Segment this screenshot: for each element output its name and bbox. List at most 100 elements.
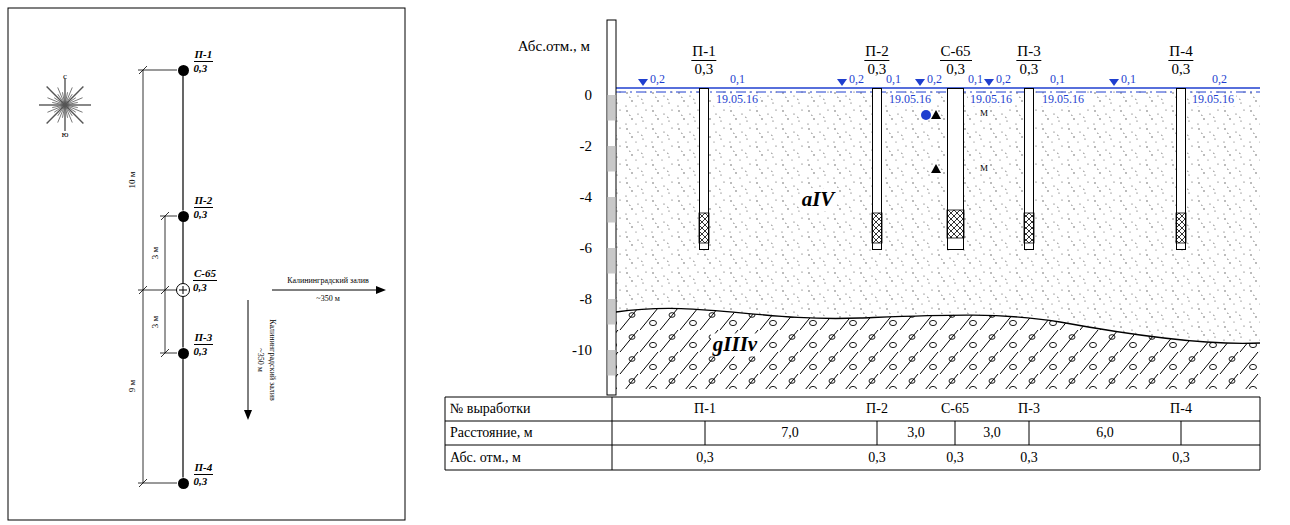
table-grid (1181, 421, 1182, 445)
well-name: С-65 (193, 267, 217, 281)
table-cell: 3,0 (983, 425, 1001, 440)
well-point: П-10,3 (178, 65, 189, 76)
water-level: 0,1 (886, 73, 901, 86)
table-grid (445, 445, 1260, 446)
axis-title: Абс.отм., м (518, 38, 590, 55)
well-column: П-40,3 (1176, 88, 1186, 250)
well-elevation: 0,3 (691, 61, 716, 78)
table-cell: 0,3 (946, 450, 964, 465)
table-grid (445, 470, 1260, 471)
sample-mark: М (978, 164, 990, 174)
dimension: 3 м (151, 247, 161, 259)
water-level-marks (638, 79, 648, 86)
well-heading: С-650,3 (193, 267, 217, 294)
direction-arrow (376, 286, 386, 294)
sample-marks (931, 110, 941, 173)
table-header: Расстояние, м (450, 425, 533, 440)
table-cell: П-4 (1170, 401, 1192, 416)
well-tubes (699, 88, 709, 250)
well-symbol (183, 286, 184, 294)
water-level: 0,1 (1121, 73, 1136, 86)
scale-block (608, 146, 616, 172)
well-elevation: 0,3 (194, 475, 214, 488)
well-symbol (177, 284, 189, 296)
dimension-lines (161, 212, 169, 220)
plan-line (182, 359, 183, 478)
layer-index: aIV (800, 188, 837, 211)
plan-frame (8, 8, 405, 520)
well-heading: П-20,3 (194, 194, 214, 221)
compass-ray (47, 105, 65, 112)
well-point: П-40,3 (178, 478, 189, 489)
direction-note: ~350 м (256, 348, 265, 371)
water-level-marks (837, 79, 847, 86)
water-level-marks (638, 79, 1119, 120)
compass-rose (39, 79, 91, 131)
well-filters (1176, 213, 1186, 243)
well-tubes (947, 88, 964, 250)
sand-layer (616, 89, 1260, 389)
dimension: 3 м (151, 316, 161, 328)
measure-date: 19.05.16 (968, 93, 1014, 106)
well-elevation: 0,3 (194, 62, 214, 75)
well-filters (872, 213, 882, 243)
measure-date: 19.05.16 (887, 93, 933, 106)
water-level: 0,2 (996, 73, 1011, 86)
dimension: 9 м (128, 380, 138, 392)
direction-note: ~350 м (316, 295, 339, 304)
plan-line (182, 297, 183, 348)
table-cell: П-2 (866, 401, 888, 416)
well-tubes (699, 88, 1186, 250)
well-column: С-650,3 (947, 88, 964, 250)
water-level: 0,1 (968, 73, 983, 86)
water-level: 0,1 (1050, 73, 1065, 86)
dimension-lines (160, 353, 177, 354)
well-name: П-3 (194, 331, 214, 345)
well-heading: П-40,3 (1168, 43, 1193, 78)
compass-ray (47, 87, 65, 105)
dimension-lines (161, 286, 169, 294)
well-name: П-4 (1168, 43, 1193, 61)
compass-letter: с (63, 72, 67, 82)
well-heading: П-30,3 (1016, 43, 1041, 78)
well-elevation: 0,3 (1016, 61, 1041, 78)
well-filters (699, 213, 709, 243)
dimension-lines (139, 286, 147, 294)
table-cell: С-65 (941, 401, 969, 416)
table-cell: 3,0 (907, 425, 925, 440)
axis-tick: -10 (572, 342, 592, 359)
water-level-marks (915, 79, 925, 86)
sand-layer (616, 89, 1260, 389)
well-filters (699, 210, 1186, 243)
compass-ray (65, 105, 83, 123)
well-column: П-10,3 (699, 88, 709, 250)
well-heading: П-20,3 (864, 43, 889, 78)
table-grid (445, 397, 1260, 398)
well-name: П-4 (194, 461, 214, 475)
well-heading: П-40,3 (194, 461, 214, 488)
dimension-lines (139, 479, 147, 487)
water-level: 0,2 (1212, 73, 1227, 86)
well-point: П-20,3 (178, 211, 189, 222)
ground-and-water-line (616, 92, 1260, 93)
well-elevation: 0,3 (194, 345, 214, 358)
ground-and-water-line (616, 88, 1260, 92)
dimension: 10 м (128, 172, 138, 189)
table-grid (445, 421, 1260, 422)
axis-tick: -2 (580, 138, 593, 155)
sample-mark: М (978, 109, 990, 119)
well-name: П-1 (691, 43, 716, 61)
measure-date: 19.05.16 (714, 93, 760, 106)
well-elevation: 0,3 (1168, 61, 1193, 78)
table-grid (1029, 421, 1030, 445)
compass-letter: ю (62, 130, 69, 140)
layer-index: gIIIv (711, 333, 759, 356)
axis-tick: -4 (580, 189, 593, 206)
water-level-marks (984, 79, 994, 86)
sample-marks (931, 164, 941, 173)
table-grid (612, 397, 613, 470)
well-tubes (1024, 88, 1034, 250)
dimension-lines (160, 216, 177, 217)
